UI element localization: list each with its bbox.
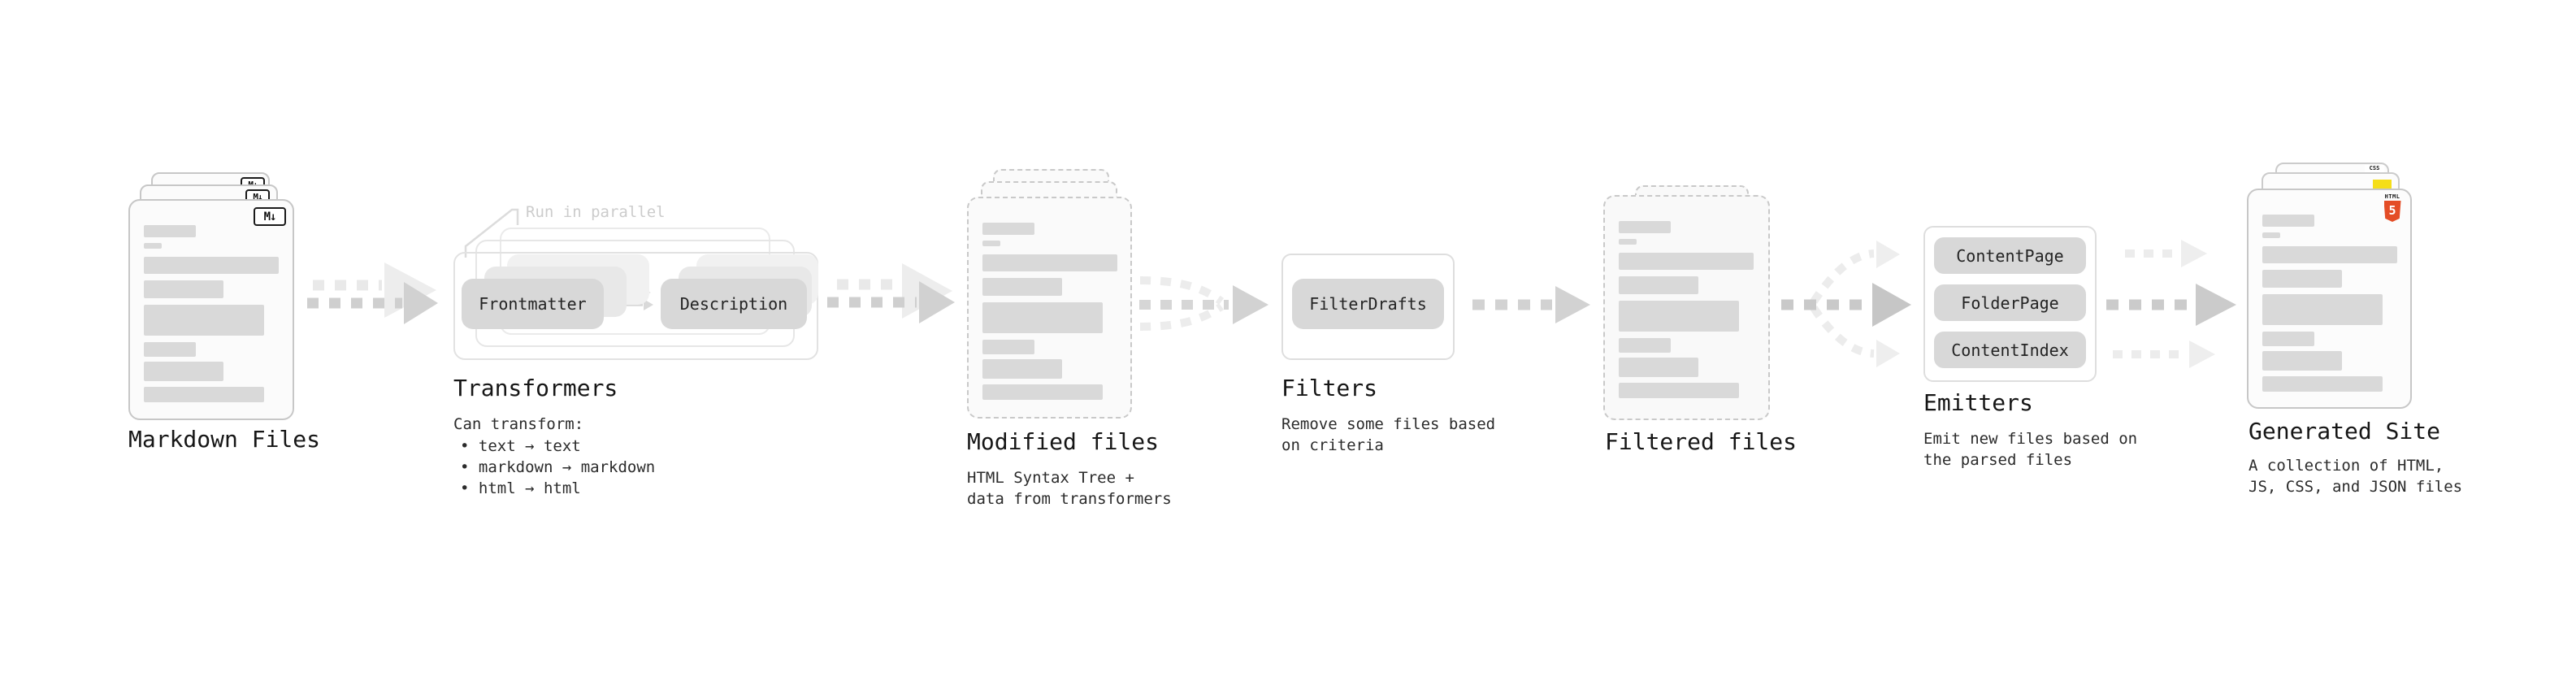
- doc-placeholder-bar: [2262, 215, 2314, 227]
- description-pill: Description: [661, 279, 807, 329]
- doc-placeholder-bar: [144, 387, 264, 402]
- doc-placeholder-bar: [2262, 332, 2314, 346]
- run-in-parallel-leader-line: [464, 208, 519, 258]
- filters-description: on criteria: [1281, 436, 1384, 454]
- arrow-transformers-to-modified: [827, 263, 955, 323]
- arrow-emitters-to-generated: [2106, 240, 2236, 368]
- contentpage-pill: ContentPage: [1934, 237, 2086, 274]
- emitters-description: Emit new files based on: [1923, 430, 2138, 448]
- doc-placeholder-bar: [1619, 239, 1637, 245]
- filters-title: Filters: [1281, 375, 1378, 401]
- doc-placeholder-bar: [144, 225, 196, 237]
- doc-placeholder-bar: [1619, 221, 1671, 233]
- doc-placeholder-bar: [2262, 270, 2342, 288]
- arrow-filters-to-filtered: [1472, 286, 1590, 323]
- doc-placeholder-bar: [144, 342, 196, 357]
- doc-placeholder-bar: [144, 280, 223, 298]
- frontmatter-pill: Frontmatter: [462, 279, 604, 329]
- filtered-files-title: Filtered files: [1605, 428, 1798, 455]
- doc-placeholder-bar: [144, 362, 223, 381]
- arrow-markdown-to-transformers: [307, 262, 438, 324]
- doc-placeholder-bar: [982, 223, 1034, 235]
- arrow-modified-to-filters: [1139, 276, 1268, 331]
- markdown-files-title: Markdown Files: [128, 426, 321, 453]
- doc-placeholder-bar: [2262, 294, 2383, 325]
- transformers-bullet: • html → html: [460, 479, 581, 497]
- modified-files-title: Modified files: [967, 428, 1160, 455]
- doc-placeholder-bar: [2262, 351, 2342, 371]
- generated-site-title: Generated Site: [2249, 418, 2441, 445]
- doc-placeholder-bar: [1619, 383, 1739, 398]
- transformers-title: Transformers: [453, 375, 618, 401]
- generated-site-description: JS, CSS, and JSON files: [2249, 478, 2463, 496]
- emitters-description: the parsed files: [1923, 451, 2073, 469]
- doc-placeholder-bar: [1619, 276, 1698, 294]
- filterdrafts-pill: FilterDrafts: [1292, 279, 1444, 329]
- modified-file-card-front: [967, 197, 1132, 419]
- doc-placeholder-bar: [144, 257, 279, 274]
- folderpage-pill: FolderPage: [1934, 284, 2086, 321]
- doc-placeholder-bar: [982, 278, 1062, 296]
- html5-icon-shield: 5: [2383, 201, 2401, 222]
- markdown-file-card-front: M↓: [128, 199, 294, 420]
- transformers-description: Can transform:: [453, 415, 584, 433]
- html5-icon: HTML 5: [2383, 193, 2401, 222]
- doc-placeholder-bar: [982, 254, 1117, 271]
- arrow-filtered-to-emitters: [1781, 241, 1911, 367]
- filtered-file-card-front: [1603, 195, 1770, 420]
- doc-placeholder-bar: [1619, 358, 1698, 377]
- doc-placeholder-bar: [1619, 253, 1754, 270]
- filters-description: Remove some files based: [1281, 415, 1496, 433]
- transformers-bullet: • markdown → markdown: [460, 458, 656, 476]
- generated-file-card-front: HTML 5: [2247, 189, 2412, 409]
- run-in-parallel-annotation: Run in parallel: [526, 203, 666, 221]
- doc-placeholder-bar: [982, 302, 1103, 333]
- doc-placeholder-bar: [982, 359, 1062, 379]
- emitters-title: Emitters: [1923, 389, 2033, 416]
- js-icon: [2373, 180, 2392, 189]
- generated-site-description: A collection of HTML,: [2249, 457, 2444, 475]
- transformers-box-front: [453, 252, 818, 360]
- doc-placeholder-bar: [2262, 232, 2280, 238]
- doc-placeholder-bar: [982, 384, 1103, 400]
- markdown-icon: M↓: [254, 207, 286, 226]
- doc-placeholder-bar: [1619, 338, 1671, 353]
- doc-placeholder-bar: [2262, 246, 2397, 263]
- modified-files-description: data from transformers: [967, 490, 1172, 508]
- html5-icon-word: HTML: [2384, 193, 2400, 200]
- modified-files-description: HTML Syntax Tree +: [967, 469, 1134, 487]
- doc-placeholder-bar: [2262, 376, 2383, 392]
- transformers-bullet: • text → text: [460, 437, 581, 455]
- doc-placeholder-bar: [144, 305, 264, 336]
- doc-placeholder-bar: [1619, 301, 1739, 332]
- contentindex-pill: ContentIndex: [1934, 332, 2086, 368]
- doc-placeholder-bar: [982, 241, 1000, 246]
- doc-placeholder-bar: [144, 243, 162, 249]
- doc-placeholder-bar: [982, 340, 1034, 354]
